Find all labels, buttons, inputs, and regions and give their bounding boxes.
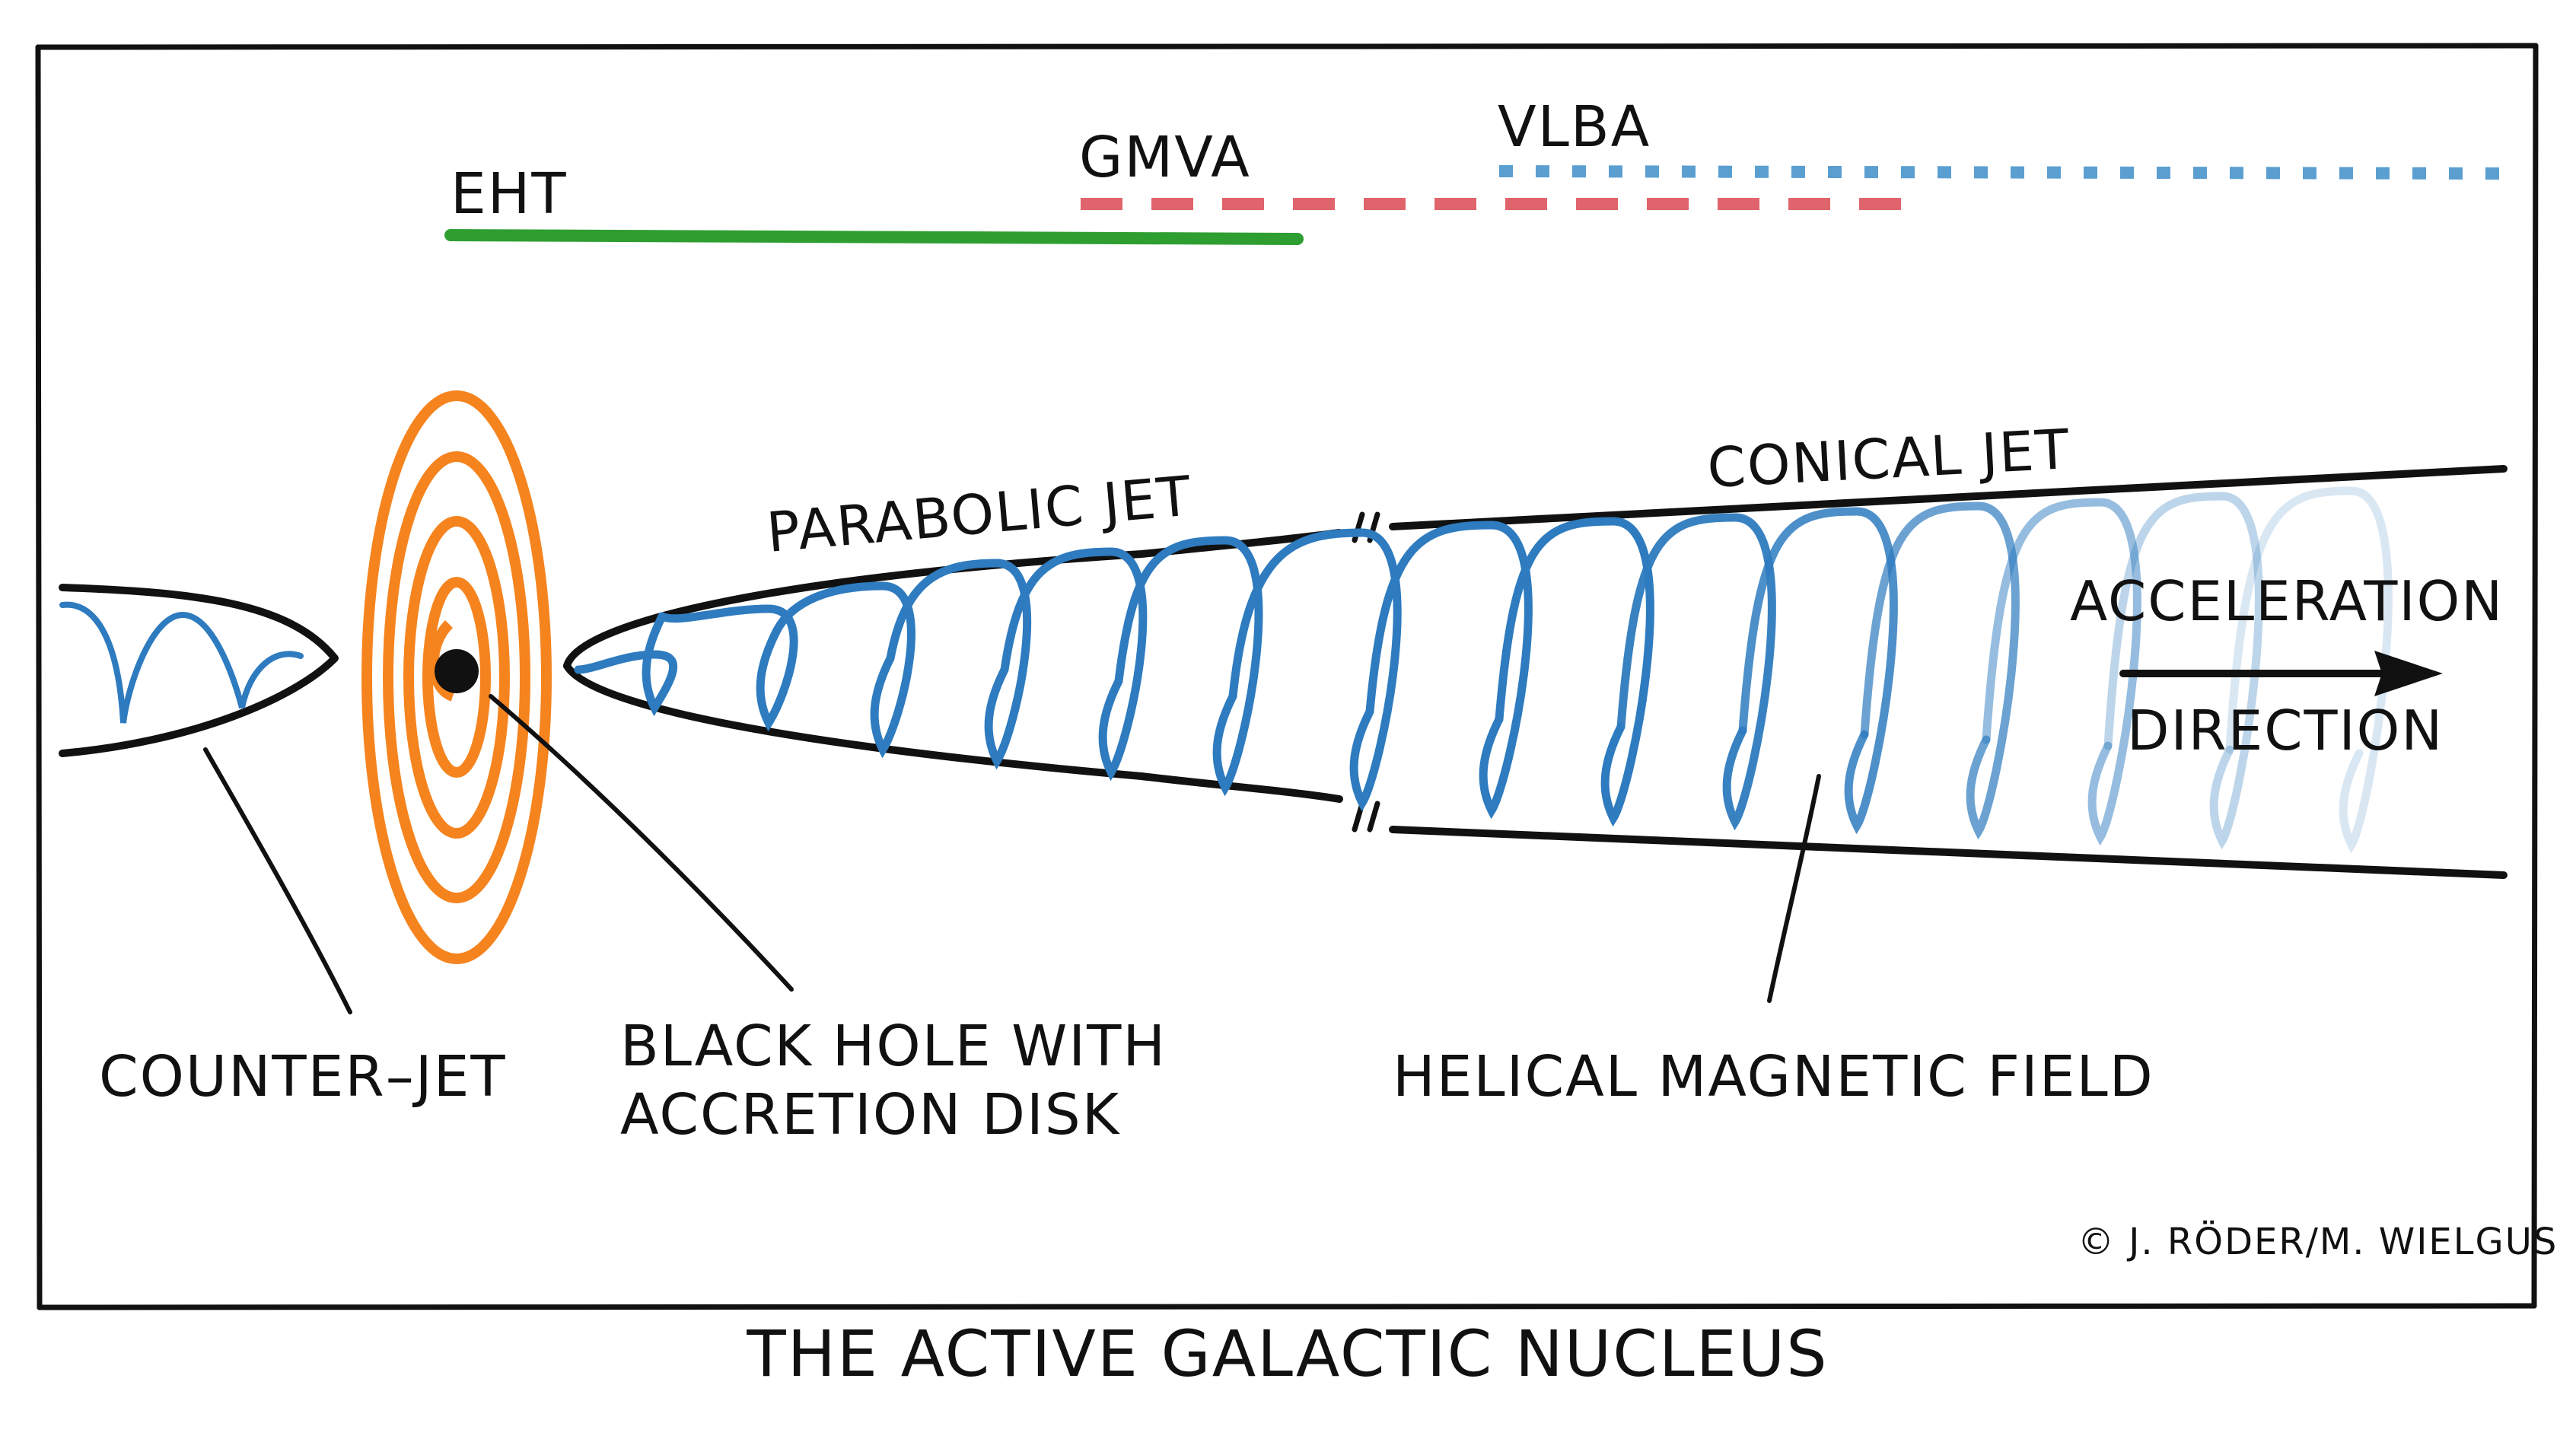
black-hole [435,649,479,693]
helix-loop [2103,492,2263,850]
helical-field-label: HELICAL MAGNETIC FIELD [1393,1044,2154,1110]
instrument-bars: EHT GMVA VLBA [444,94,2504,245]
helix-loop [1738,507,1898,835]
vlba-label: VLBA [1498,94,1651,160]
black-hole-label-line2: ACCRETION DISK [620,1082,1121,1148]
counter-jet-helix [59,601,304,724]
parabolic-jet-label: PARABOLIC JET [764,463,1195,565]
counter-jet-label: COUNTER–JET [99,1044,507,1110]
vlba-bar [1498,165,2504,180]
helical-field [574,486,2393,854]
counter-jet [59,584,339,757]
eht-label: EHT [451,161,568,227]
acceleration-arrow [2119,651,2443,696]
helix-loop [1114,536,1263,797]
helix-loop [2225,486,2393,854]
helix-loop [886,559,1031,770]
helix-loop [1616,513,1776,831]
eht-bar [444,229,1304,245]
gmva-label: GMVA [1079,125,1251,190]
helix-loop [1000,547,1148,782]
helix-loop [1860,501,2020,840]
acceleration-label: ACCELERATION [2070,569,2504,633]
helix-loop [1365,521,1533,820]
helix-loop [1228,528,1402,812]
helix-loop [1495,517,1654,827]
diagram-title: THE ACTIVE GALACTIC NUCLEUS [746,1317,1828,1391]
black-hole-label-line1: BLACK HOLE WITH [620,1014,1167,1079]
helix-loop [1982,498,2141,846]
credit: © J. RÖDER/M. WIELGUS [2078,1221,2558,1263]
leader-lines [203,694,1821,1014]
helix-loop [658,604,798,732]
frame [35,43,2539,1310]
direction-label: DIRECTION [2127,699,2444,763]
helix-loop [772,581,915,759]
helix-loop [574,612,678,717]
accretion-disk [361,390,552,964]
conical-jet-label: CONICAL JET [1705,417,2071,500]
